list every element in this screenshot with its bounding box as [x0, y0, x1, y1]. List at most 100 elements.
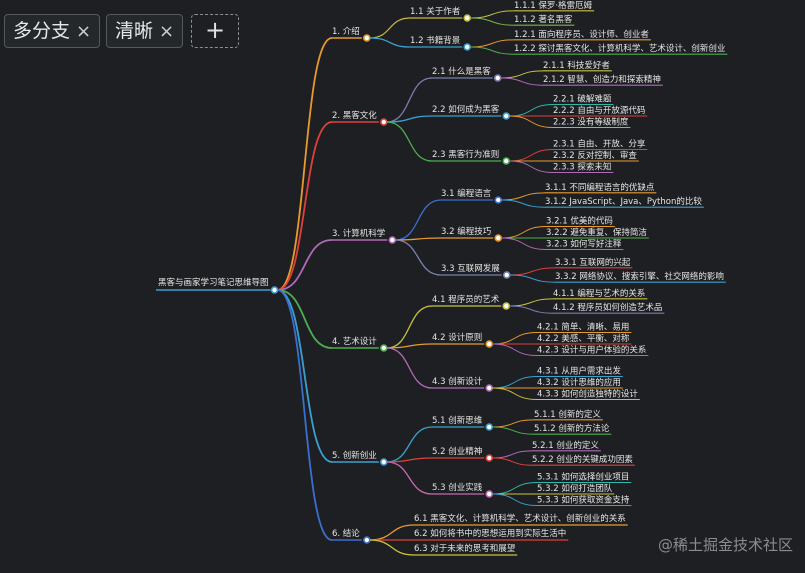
- sub-node-dot[interactable]: [485, 454, 494, 462]
- close-icon[interactable]: ×: [76, 21, 92, 42]
- leaf-node[interactable]: 4.2.2 美感、平衡、对称: [537, 333, 630, 344]
- branch-connector: [277, 239, 333, 291]
- leaf-node[interactable]: 3.1.2 JavaScript、Java、Python的比较: [545, 196, 702, 207]
- tab-label: 多分支: [13, 20, 71, 42]
- sub-node[interactable]: 5.3 创业实践: [432, 482, 483, 493]
- add-button[interactable]: +: [191, 14, 239, 48]
- branch-connector: [500, 70, 544, 79]
- sub-node-dot[interactable]: [502, 157, 511, 165]
- leaf-node[interactable]: 5.1.2 创新的方法论: [534, 423, 610, 434]
- branch-node-dot[interactable]: [388, 236, 397, 244]
- sub-node[interactable]: 6.3 对于未来的思考和展望: [414, 543, 516, 554]
- leaf-node[interactable]: 4.2.1 简单、清晰、易用: [537, 322, 629, 333]
- sub-node-dot[interactable]: [502, 302, 511, 310]
- sub-node[interactable]: 5.1 创新思维: [432, 415, 483, 426]
- branch-connector: [395, 237, 442, 241]
- sub-node-dot[interactable]: [502, 271, 511, 279]
- sub-node[interactable]: 2.1 什么是黑客: [432, 66, 491, 77]
- sub-node-dot[interactable]: [485, 423, 494, 431]
- branch-connector: [492, 482, 538, 495]
- sub-node-dot[interactable]: [485, 384, 494, 392]
- sub-node[interactable]: 1.1 关于作者: [410, 6, 461, 17]
- sub-node-dot[interactable]: [494, 234, 503, 242]
- leaf-node[interactable]: 2.3.1 自由、开放、分享: [553, 139, 646, 150]
- leaf-node[interactable]: 4.1.2 程序员如何创造艺术品: [553, 302, 662, 313]
- root-node-dot[interactable]: [270, 286, 279, 294]
- branch-node-dot[interactable]: [363, 34, 371, 42]
- close-icon[interactable]: ×: [159, 21, 175, 42]
- leaf-node[interactable]: 2.2.2 自由与开放源代码: [553, 105, 645, 116]
- leaf-node[interactable]: 2.3.3 探索未知: [553, 162, 611, 173]
- branch-node-dot[interactable]: [380, 118, 388, 126]
- sub-node-dot[interactable]: [463, 43, 472, 51]
- leaf-node[interactable]: 5.3.3 如何获取资金支持: [537, 495, 630, 506]
- leaf-node[interactable]: 1.2.2 探讨黑客文化、计算机科学、艺术设计、创新创业: [514, 43, 725, 54]
- branch-connector: [386, 457, 433, 463]
- branch-node-dot[interactable]: [363, 536, 371, 544]
- leaf-node[interactable]: 4.3.3 如何创造独特的设计: [537, 389, 638, 400]
- leaf-node[interactable]: 2.2.3 没有等级制度: [553, 117, 629, 128]
- branch-node-dot[interactable]: [380, 458, 388, 466]
- branch-node[interactable]: 2. 黑客文化: [332, 110, 377, 121]
- leaf-node[interactable]: 5.3.2 如何打造团队: [537, 483, 613, 494]
- sub-node-dot[interactable]: [485, 340, 494, 348]
- sub-node-dot[interactable]: [493, 74, 502, 82]
- sub-node[interactable]: 6.2 如何将书中的思想运用到实际生活中: [414, 528, 566, 539]
- leaf-node[interactable]: 1.2.1 面向程序员、设计师、创业者: [514, 29, 649, 40]
- leaf-node[interactable]: 1.1.2 著名黑客: [514, 14, 573, 25]
- leaf-node[interactable]: 5.2.2 创业的关键成功因素: [532, 454, 633, 465]
- sub-node[interactable]: 6.1 黑客文化、计算机科学、艺术设计、创新创业的关系: [414, 513, 626, 524]
- tab-clear[interactable]: 清晰×: [106, 14, 184, 48]
- leaf-node[interactable]: 2.3.2 反对控制、审查: [553, 150, 637, 161]
- leaf-node[interactable]: 4.3.1 从用户需求出发: [537, 366, 621, 377]
- sub-node[interactable]: 4.2 设计原则: [432, 332, 482, 343]
- branch-node[interactable]: 5. 创新创业: [332, 450, 377, 461]
- branch-node[interactable]: 6. 结论: [332, 528, 360, 539]
- sub-node-dot[interactable]: [485, 490, 494, 498]
- leaf-node[interactable]: 3.2.1 优美的代码: [546, 216, 613, 227]
- leaf-node[interactable]: 2.1.1 科技爱好者: [543, 60, 610, 71]
- leaf-node[interactable]: 3.3.1 互联网的兴起: [555, 257, 631, 268]
- branch-connector: [470, 39, 515, 48]
- branch-connector: [277, 289, 333, 463]
- branch-connector: [501, 199, 546, 208]
- leaf-node[interactable]: 5.1.1 创新的定义: [534, 409, 601, 420]
- tab-multi-branch[interactable]: 多分支×: [4, 14, 101, 48]
- sub-node[interactable]: 1.2 书籍背景: [410, 35, 460, 46]
- sub-node-dot[interactable]: [463, 14, 472, 22]
- branch-connector: [492, 493, 538, 506]
- leaf-node[interactable]: 4.3.2 设计思维的应用: [537, 377, 621, 388]
- branch-node[interactable]: 1. 介绍: [332, 26, 360, 37]
- branch-connector: [386, 461, 433, 495]
- leaf-node[interactable]: 2.1.2 智慧、创造力和探索精神: [543, 74, 661, 85]
- sub-node[interactable]: 4.1 程序员的艺术: [432, 294, 500, 305]
- leaf-node[interactable]: 5.2.1 创业的定义: [532, 440, 599, 451]
- leaf-node[interactable]: 3.1.1 不同编程语言的优缺点: [545, 182, 655, 193]
- sub-node[interactable]: 3.3 互联网发展: [441, 263, 500, 274]
- leaf-node[interactable]: 4.1.1 编程与艺术的关系: [553, 288, 645, 299]
- branch-connector: [492, 419, 535, 428]
- branch-node[interactable]: 3. 计算机科学: [332, 228, 386, 239]
- leaf-node[interactable]: 3.2.2 避免重复、保持简洁: [546, 227, 647, 238]
- leaf-node[interactable]: 2.2.1 破解难题: [553, 94, 612, 105]
- root-node[interactable]: 黑客与画家学习笔记思维导图: [158, 277, 269, 288]
- leaf-node[interactable]: 3.2.3 如何写好注释: [546, 239, 622, 250]
- sub-node[interactable]: 2.2 如何成为黑客: [432, 104, 500, 115]
- sub-node-dot[interactable]: [494, 196, 503, 204]
- sub-node[interactable]: 2.3 黑客行为准则: [432, 149, 499, 160]
- leaf-node[interactable]: 1.1.1 保罗·格雷厄姆: [514, 0, 593, 11]
- branch-connector: [470, 10, 515, 19]
- branch-connector: [470, 46, 515, 55]
- sub-node-dot[interactable]: [502, 112, 511, 120]
- sub-node[interactable]: 4.3 创新设计: [432, 376, 483, 387]
- leaf-node[interactable]: 5.3.1 如何选择创业项目: [537, 472, 629, 483]
- leaf-node[interactable]: 3.3.2 网络协议、搜索引擎、社交网络的影响: [555, 271, 724, 282]
- branch-node[interactable]: 4. 艺术设计: [332, 336, 377, 347]
- leaf-node[interactable]: 4.2.3 设计与用户体验的关系: [537, 345, 646, 356]
- sub-node[interactable]: 3.2 编程技巧: [441, 226, 492, 237]
- branch-node-dot[interactable]: [380, 344, 388, 352]
- sub-node[interactable]: 3.1 编程语言: [441, 188, 492, 199]
- sub-node[interactable]: 5.2 创业精神: [432, 446, 482, 457]
